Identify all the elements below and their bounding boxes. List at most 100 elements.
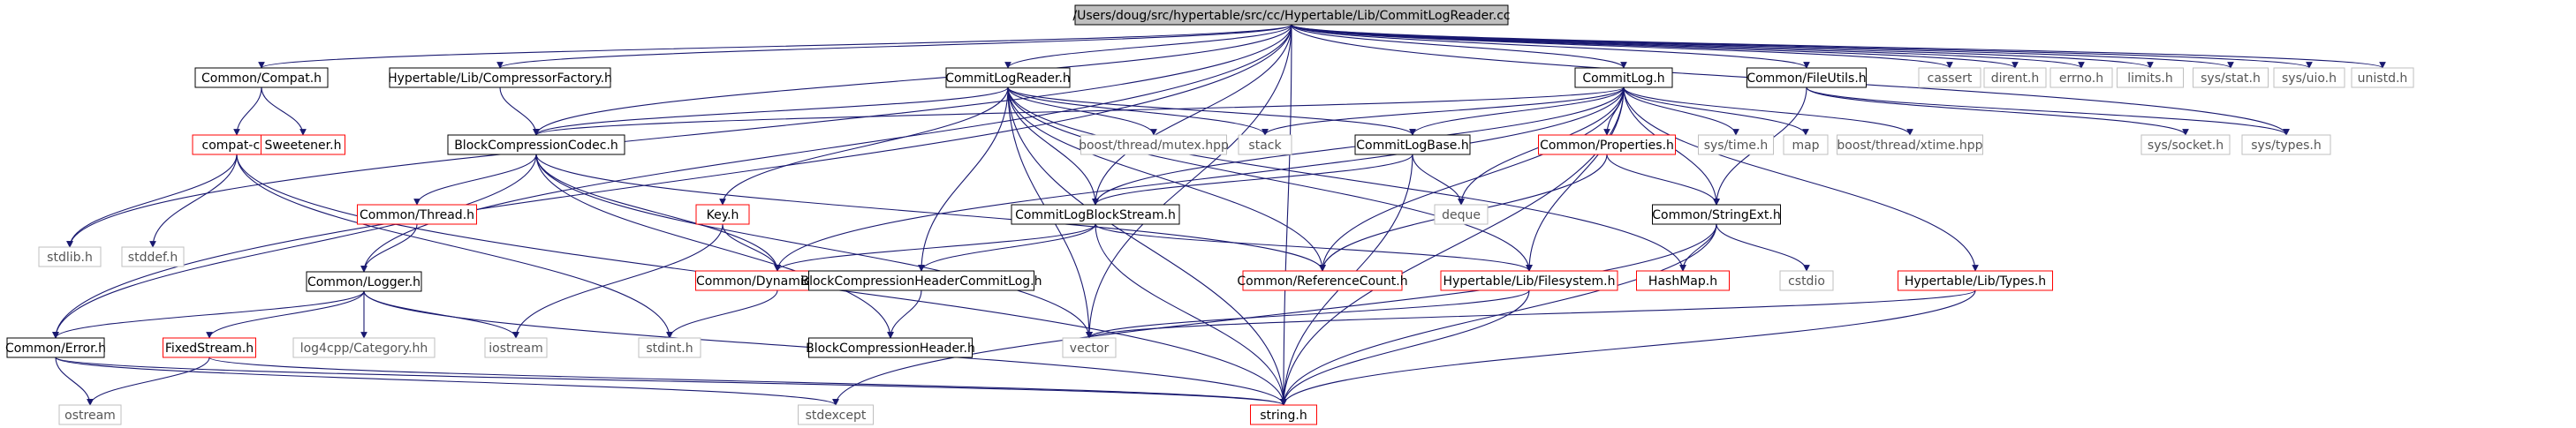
edge-key-h-to-iostream <box>512 223 724 339</box>
edge-commitlogreader-h-to-filesystem <box>1007 86 1533 272</box>
edge-root-to-compressor-factory <box>496 24 1292 69</box>
node-thread-h[interactable]: Common/Thread.h <box>357 204 477 225</box>
edge-commitlogbase-to-deque <box>1412 154 1465 206</box>
node-box <box>292 337 436 358</box>
edge-compat-c-to-stdlib <box>66 154 238 248</box>
edge-commitlogreader-h-to-string-h <box>1007 86 1287 406</box>
node-mutex-hpp: boost/thread/mutex.hpp <box>1079 134 1229 155</box>
node-label: HashMap.h <box>1648 274 1717 289</box>
node-types-h[interactable]: Hypertable/Lib/Types.h <box>1898 270 2053 291</box>
node-box <box>2140 134 2231 155</box>
node-commitlogreader-h[interactable]: CommitLogReader.h <box>945 67 1071 88</box>
node-error-h[interactable]: Common/Error.h <box>5 337 106 358</box>
edge-commitlog-h-to-map <box>1623 86 1809 136</box>
node-stringext[interactable]: Common/StringExt.h <box>1652 204 1781 225</box>
node-box <box>1440 270 1618 291</box>
node-compressor-factory[interactable]: Hypertable/Lib/CompressorFactory.h <box>388 67 612 88</box>
node-label: sys/uio.h <box>2282 71 2337 86</box>
node-label: FixedStream.h <box>165 342 254 356</box>
edge-fixedstream-to-string-h <box>208 357 1287 406</box>
node-compat-c[interactable]: compat-c.h <box>192 134 282 155</box>
node-hashmap[interactable]: HashMap.h <box>1636 270 1730 291</box>
node-label: Common/Compat.h <box>201 71 322 86</box>
node-blockcodec[interactable]: BlockCompressionCodec.h <box>447 134 625 155</box>
edge-cl-blockstream-to-filesystem <box>1095 223 1533 272</box>
node-label: unistd.h <box>2358 71 2408 86</box>
edge-commitlogreader-h-to-refcount <box>1007 86 1326 272</box>
edge-dynbuffer-to-stdint <box>666 289 778 339</box>
node-label: Sweetener.h <box>265 139 342 153</box>
node-label: BlockCompressionHeaderCommitLog.h <box>800 274 1042 289</box>
node-fixedstream[interactable]: FixedStream.h <box>163 337 256 358</box>
edge-blockcodec-to-refcount <box>535 154 1326 272</box>
node-label: deque <box>1442 208 1481 222</box>
node-limits: limits.h <box>2117 67 2184 88</box>
node-sys-types: sys/types.h <box>2241 134 2331 155</box>
node-box <box>1434 204 1489 225</box>
node-label: CommitLogBlockStream.h <box>1015 208 1176 222</box>
node-box <box>1783 134 1829 155</box>
node-fileutils-h[interactable]: Common/FileUtils.h <box>1746 67 1867 88</box>
node-box <box>1918 67 1981 88</box>
node-label: stack <box>1248 139 1282 153</box>
edge-root-to-logger-h <box>360 24 1292 273</box>
node-bch[interactable]: BlockCompressionHeader.h <box>806 337 975 358</box>
node-key-h[interactable]: Key.h <box>695 204 750 225</box>
node-box <box>194 67 329 88</box>
edge-blockcodec-to-vector <box>535 154 1093 339</box>
node-box <box>1074 4 1509 26</box>
node-string-h[interactable]: string.h <box>1250 404 1317 425</box>
node-vector: vector <box>1062 337 1117 358</box>
node-cl-blockstream[interactable]: CommitLogBlockStream.h <box>1011 204 1180 225</box>
node-refcount[interactable]: Common/ReferenceCount.h <box>1237 270 1408 291</box>
node-label: Common/FileUtils.h <box>1746 71 1866 86</box>
node-box <box>945 67 1071 88</box>
node-filesystem[interactable]: Hypertable/Lib/Filesystem.h <box>1440 270 1618 291</box>
node-errno: errno.h <box>2049 67 2113 88</box>
node-stdlib: stdlib.h <box>38 246 102 267</box>
node-commitlog-h[interactable]: CommitLog.h <box>1574 67 1673 88</box>
node-label: Hypertable/Lib/Types.h <box>1905 274 2046 289</box>
node-box <box>1354 134 1471 155</box>
edge-fixedstream-to-ostream <box>87 357 210 406</box>
node-label: /Users/doug/src/hypertable/src/cc/Hypert… <box>1072 9 1510 23</box>
node-logger-h[interactable]: Common/Logger.h <box>306 271 422 292</box>
node-box <box>808 270 1034 291</box>
node-sweetener[interactable]: Sweetener.h <box>261 134 345 155</box>
node-label: ostream <box>64 409 116 423</box>
node-box <box>447 134 625 155</box>
edge-logger-h-to-fixedstream <box>206 290 365 339</box>
edge-root-to-unistd <box>1291 24 2386 69</box>
node-box <box>1636 270 1730 291</box>
node-label: Common/StringExt.h <box>1652 208 1781 222</box>
node-label: Common/Properties.h <box>1540 139 1674 153</box>
edge-root-to-sys-stat <box>1291 24 2234 69</box>
edge-root-to-dirent <box>1291 24 2019 69</box>
edge-commitlog-h-to-blockcodec <box>533 86 1625 136</box>
node-box <box>1698 134 1774 155</box>
node-root[interactable]: /Users/doug/src/hypertable/src/cc/Hypert… <box>1072 4 1511 26</box>
edge-blockcodec-to-thread-h <box>413 154 537 206</box>
node-compat-h[interactable]: Common/Compat.h <box>194 67 329 88</box>
edge-stringext-to-cstdio <box>1716 223 1810 272</box>
node-sys-time: sys/time.h <box>1698 134 1774 155</box>
node-commitlogbase[interactable]: CommitLogBase.h <box>1354 134 1471 155</box>
edge-commitlog-h-to-stack <box>1261 86 1625 136</box>
node-label: map <box>1792 139 1819 153</box>
node-label: sys/time.h <box>1704 139 1769 153</box>
node-box <box>2193 67 2269 88</box>
node-label: Common/Error.h <box>5 342 106 356</box>
node-bchcl[interactable]: BlockCompressionHeaderCommitLog.h <box>800 270 1042 291</box>
edge-commitlogreader-h-to-cl-blockstream <box>1007 86 1099 206</box>
node-iostream: iostream <box>484 337 548 358</box>
node-box <box>1652 204 1781 225</box>
edge-compat-c-to-stdint <box>236 154 673 339</box>
node-label: CommitLogBase.h <box>1356 139 1468 153</box>
node-unistd: unistd.h <box>2351 67 2414 88</box>
edge-fileutils-h-to-sys-types <box>1806 86 2290 136</box>
node-box <box>1983 67 2047 88</box>
node-stdint: stdint.h <box>638 337 701 358</box>
node-box <box>1062 337 1117 358</box>
node-properties[interactable]: Common/Properties.h <box>1538 134 1676 155</box>
node-label: dirent.h <box>1991 71 2040 86</box>
